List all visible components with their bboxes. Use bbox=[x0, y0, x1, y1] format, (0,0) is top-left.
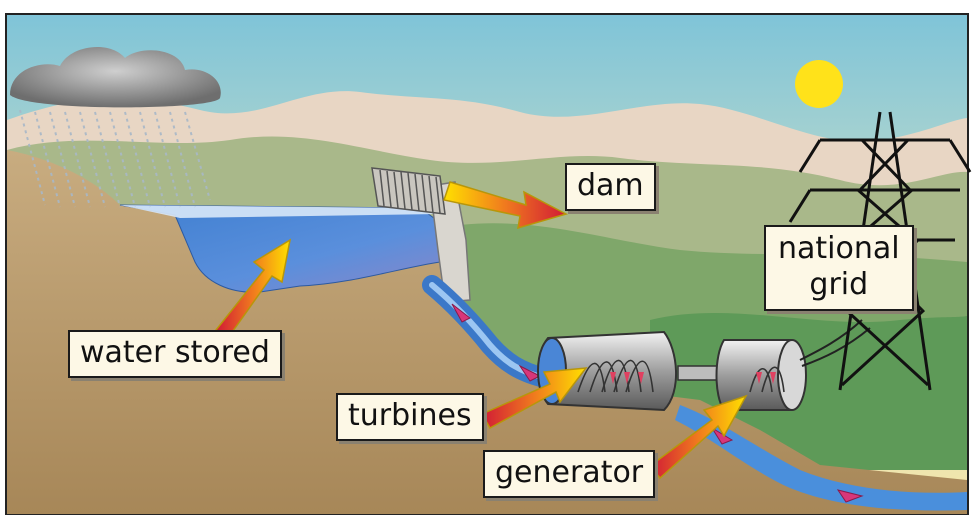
outflow-river bbox=[675, 405, 967, 511]
label-dam: dam bbox=[565, 163, 656, 211]
label-national-grid: national grid bbox=[764, 225, 914, 311]
arrow-generator bbox=[648, 394, 748, 480]
arrow-turbines bbox=[480, 367, 588, 430]
rain-cloud-icon bbox=[10, 46, 221, 208]
generator-icon bbox=[715, 319, 871, 411]
flow-arrows bbox=[451, 303, 864, 503]
label-turbines: turbines bbox=[336, 393, 484, 441]
label-water-stored: water stored bbox=[68, 330, 282, 378]
label-generator: generator bbox=[483, 450, 656, 498]
reservoir-surface bbox=[120, 205, 440, 218]
sun-icon bbox=[795, 60, 843, 108]
dam-icon bbox=[371, 167, 446, 215]
arrow-water-stored bbox=[214, 238, 292, 340]
arrow-dam bbox=[443, 181, 568, 230]
